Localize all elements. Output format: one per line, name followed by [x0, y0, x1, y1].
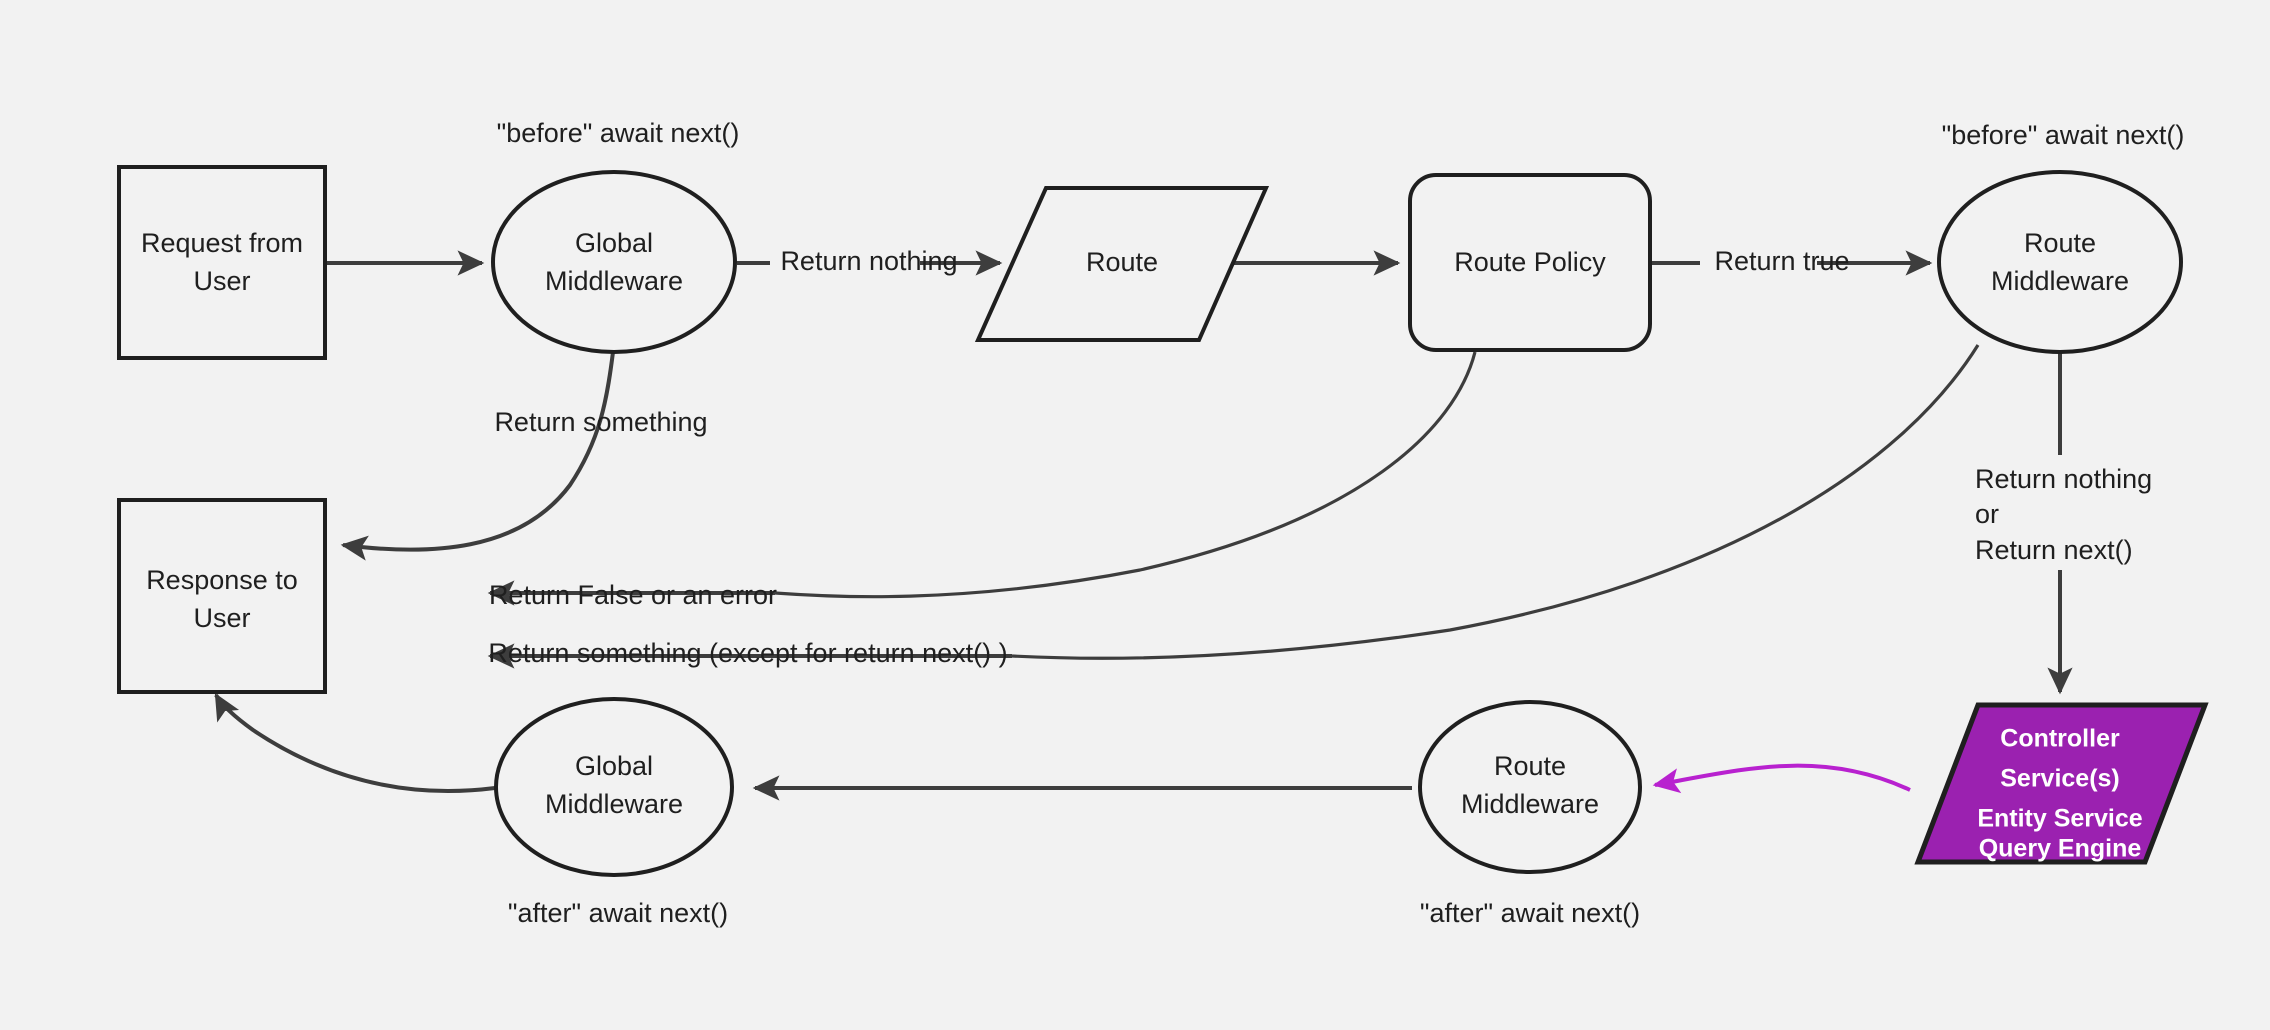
- response-label-line1: Response to: [146, 565, 298, 595]
- node-route[interactable]: Route: [974, 186, 1270, 342]
- node-route-middleware-after[interactable]: Route Middleware: [1418, 700, 1642, 874]
- edge-label-return-nothing-or-next-line3: Return next(): [1975, 535, 2133, 565]
- controller-parallelogram-shape: [1914, 702, 2209, 865]
- global-middleware-before-shape: [491, 170, 737, 354]
- edge-global-middleware-after-to-response: [214, 692, 496, 793]
- response-label-line2: User: [193, 603, 250, 633]
- edge-controller-to-route-middleware-after: [1652, 763, 1911, 794]
- route-middleware-before-shape: [1937, 170, 2183, 354]
- route-parallelogram-shape: [974, 186, 1270, 342]
- edge-global-middleware-return-something-to-response: [340, 351, 615, 561]
- node-route-policy[interactable]: Route Policy: [1408, 173, 1652, 352]
- global-middleware-before-label-line2: Middleware: [545, 266, 683, 296]
- node-response-to-user[interactable]: Response to User: [117, 498, 327, 694]
- node-route-middleware-before[interactable]: Route Middleware: [1937, 170, 2183, 354]
- annotation-after-await-next-route: "after" await next(): [1420, 898, 1640, 928]
- controller-label-line3: Entity Service: [1977, 805, 2142, 833]
- route-label: Route: [1086, 247, 1158, 277]
- request-label-line1: Request from: [141, 228, 303, 258]
- edge-label-return-something-except: Return something (except for return next…: [488, 638, 1007, 668]
- edge-label-return-something: Return something: [494, 407, 707, 437]
- edge-label-return-true: Return true: [1714, 246, 1849, 276]
- global-middleware-after-label-line1: Global: [575, 751, 653, 781]
- edge-route-policy-return-false-curve: [774, 351, 1477, 599]
- node-request-from-user[interactable]: Request from User: [117, 165, 327, 360]
- controller-label-line1: Controller: [2000, 725, 2120, 753]
- node-global-middleware-after[interactable]: Global Middleware: [494, 697, 734, 877]
- route-middleware-after-label-line2: Middleware: [1461, 789, 1599, 819]
- route-middleware-before-label-line1: Route: [2024, 228, 2096, 258]
- node-controller-services[interactable]: Controller Service(s) Entity Service Que…: [1914, 702, 2209, 865]
- request-label-line2: User: [193, 266, 250, 296]
- request-box-shape: [117, 165, 327, 360]
- annotation-after-await-next-global: "after" await next(): [508, 898, 728, 928]
- global-middleware-after-shape: [494, 697, 734, 877]
- edge-label-return-nothing-or-next-line1: Return nothing: [1975, 464, 2152, 494]
- edge-label-return-false-or-error: Return False or an error: [489, 580, 777, 610]
- edge-label-return-nothing: Return nothing: [780, 246, 957, 276]
- global-middleware-after-label-line2: Middleware: [545, 789, 683, 819]
- annotation-before-await-next-route: "before" await next(): [1942, 120, 2185, 150]
- edge-label-return-nothing-or-next-line2: or: [1975, 499, 1999, 529]
- route-middleware-after-label-line1: Route: [1494, 751, 1566, 781]
- edge-route-middleware-return-something-curve: [1011, 344, 1980, 660]
- route-middleware-after-shape: [1418, 700, 1642, 874]
- annotation-before-await-next-global: "before" await next(): [497, 118, 740, 148]
- route-policy-label: Route Policy: [1454, 247, 1606, 277]
- global-middleware-before-label-line1: Global: [575, 228, 653, 258]
- controller-label-line2: Service(s): [2000, 765, 2120, 793]
- node-global-middleware-before[interactable]: Global Middleware: [491, 170, 737, 354]
- route-middleware-before-label-line2: Middleware: [1991, 266, 2129, 296]
- route-policy-shape: [1408, 173, 1652, 352]
- controller-label-line4: Query Engine: [1979, 835, 2142, 863]
- response-box-shape: [117, 498, 327, 694]
